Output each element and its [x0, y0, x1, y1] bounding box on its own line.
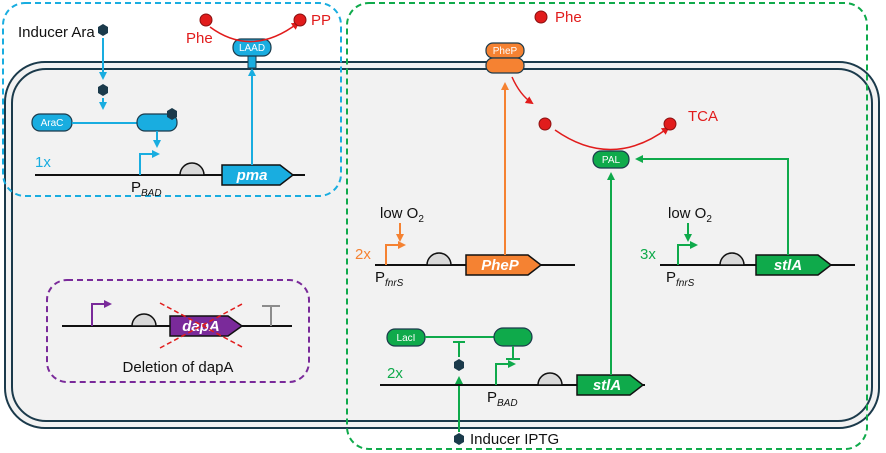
dapa-deletion-box [46, 279, 310, 383]
tca-molecule [663, 117, 677, 131]
pp-molecule [293, 13, 307, 27]
pma-gene [221, 164, 295, 186]
phe-module: Phe PheP TCA PAL low O2 2x PfnrS PheP lo… [355, 9, 855, 448]
stla-gene-2x-label: stlA [593, 377, 621, 394]
copy-number-1x: 1x [35, 154, 51, 171]
pbad-label-stla: PBAD [487, 389, 518, 409]
copy-number-2x-stla: 2x [387, 365, 403, 382]
pfnrs-label-phep: PfnrS [375, 269, 404, 289]
phep-gene-label: PheP [481, 257, 520, 274]
deletion-label: Deletion of dapA [123, 359, 234, 376]
laci-label: LacI [397, 333, 416, 344]
phe-left-label: Phe [186, 30, 213, 47]
rbs-icon [179, 162, 205, 176]
stla-gene-3x [755, 254, 833, 276]
pfnrs-promoter-arrow-phep [385, 241, 406, 265]
pbad-promoter-arrow-stla [495, 360, 516, 385]
phep-gene [465, 254, 543, 276]
arac-label: AraC [41, 118, 64, 129]
copy-number-2x-phep: 2x [355, 246, 371, 263]
laad-anchor [247, 55, 257, 69]
phep-transporter-label: PheP [493, 46, 518, 57]
ara-inducer-icon [98, 24, 108, 36]
dapa-deletion-module: dapA Deletion of dapA [62, 300, 292, 376]
terminator-icon [262, 305, 280, 326]
repression-bar [506, 346, 520, 360]
rbs-icon [537, 372, 563, 386]
ara-module-box [2, 2, 342, 197]
iptg-inhibition [453, 341, 465, 357]
rbs-icon [426, 252, 452, 266]
dapa-gene-label: dapA [182, 318, 220, 335]
pal-enzyme [592, 150, 630, 169]
pal-label: PAL [602, 155, 621, 166]
iptg-molecule-icon [454, 359, 464, 371]
stla-gene-2x [576, 374, 645, 396]
phe-module-box [346, 2, 868, 450]
inducer-iptg-label: Inducer IPTG [470, 431, 559, 448]
ara-molecule-icon [98, 84, 108, 96]
copy-number-3x: 3x [640, 246, 656, 263]
promoter-arrow-purple [91, 300, 112, 326]
laad-enzyme [232, 38, 272, 57]
low-o2-label-stla: low O2 [668, 205, 712, 225]
pp-label: PP [311, 12, 331, 29]
inducer-ara-label: Inducer Ara [18, 24, 95, 41]
phe-molecule-right [534, 10, 548, 24]
low-o2-label-phep: low O2 [380, 205, 424, 225]
laci-repressor [493, 327, 533, 347]
phe-molecule-intracellular [538, 117, 552, 131]
pbad-promoter-arrow [139, 150, 160, 175]
stla-gene-3x-label: stlA [774, 257, 802, 274]
bound-ara-icon [167, 108, 177, 120]
ara-module: Inducer Ara AraC 1x PBAD pma LAAD Phe PP [18, 12, 331, 199]
phe-right-label: Phe [555, 9, 582, 26]
iptg-inducer-icon [454, 433, 464, 445]
pfnrs-label-stla: PfnrS [666, 269, 695, 289]
rbs-icon [719, 252, 745, 266]
phe-molecule-left [199, 13, 213, 27]
phep-transporter: PheP [485, 42, 525, 74]
tca-label: TCA [688, 108, 718, 125]
pma-gene-label: pma [236, 167, 268, 184]
rbs-icon [131, 313, 157, 327]
pfnrs-promoter-arrow-stla [677, 241, 698, 265]
pbad-promoter-label: PBAD [131, 179, 162, 199]
laad-label: LAAD [239, 43, 265, 54]
